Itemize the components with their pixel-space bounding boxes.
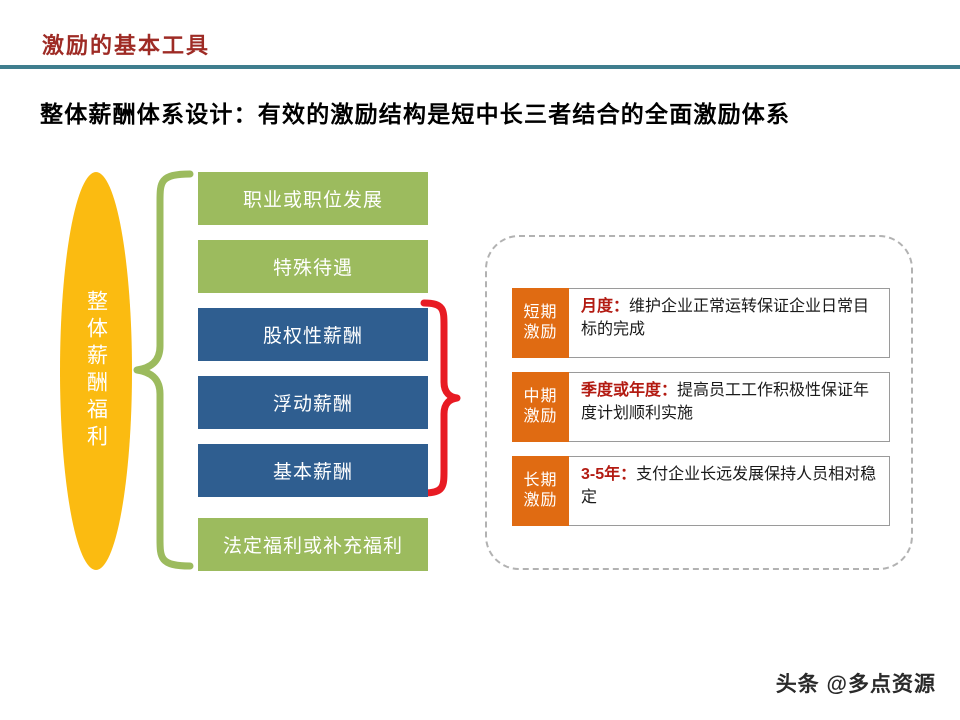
tag-line-1: 长期 [523, 472, 558, 489]
category-box-base-pay[interactable]: 基本薪酬 [198, 444, 428, 497]
total-compensation-ellipse: 整体薪酬福利 [60, 172, 132, 570]
incentive-description-long-term: 3-5年：支付企业长远发展保持人员相对稳定 [569, 456, 890, 526]
incentive-row-short-term[interactable]: 短期 激励 月度：维护企业正常运转保证企业日常目标的完成 [512, 288, 890, 358]
page-title: 整体薪酬体系设计：有效的激励结构是短中长三者结合的全面激励体系 [40, 102, 791, 127]
tag-line-2: 激励 [523, 408, 558, 425]
incentive-row-long-term[interactable]: 长期 激励 3-5年：支付企业长远发展保持人员相对稳定 [512, 456, 890, 526]
incentive-body: 维护企业正常运转保证企业日常目标的完成 [581, 298, 870, 339]
tag-line-2: 激励 [523, 492, 558, 509]
ellipse-label: 整体薪酬福利 [84, 290, 108, 452]
category-label: 股权性薪酬 [262, 326, 363, 347]
incentive-tag-long-term: 长期 激励 [512, 456, 569, 526]
watermark: 头条 @多点资源 [775, 673, 936, 696]
incentive-description-mid-term: 季度或年度：提高员工工作积极性保证年度计划顺利实施 [569, 372, 890, 442]
header-title: 激励的基本工具 [42, 33, 211, 58]
category-box-special-treatment[interactable]: 特殊待遇 [198, 240, 428, 293]
category-box-statutory-benefits[interactable]: 法定福利或补充福利 [198, 518, 428, 571]
incentive-tag-mid-term: 中期 激励 [512, 372, 569, 442]
incentive-panel [485, 235, 913, 570]
green-left-brace-icon [133, 170, 194, 570]
incentive-lead: 月度： [581, 298, 630, 315]
category-label: 基本薪酬 [272, 462, 353, 483]
incentive-tag-short-term: 短期 激励 [512, 288, 569, 358]
tag-line-1: 短期 [523, 304, 558, 321]
tag-line-1: 中期 [523, 388, 558, 405]
category-label: 特殊待遇 [272, 258, 353, 279]
category-label: 浮动薪酬 [272, 394, 353, 415]
tag-line-2: 激励 [523, 324, 558, 341]
incentive-description-short-term: 月度：维护企业正常运转保证企业日常目标的完成 [569, 288, 890, 358]
category-box-variable-pay[interactable]: 浮动薪酬 [198, 376, 428, 429]
incentive-body: 提高员工工作积极性保证年度计划顺利实施 [581, 382, 870, 423]
incentive-lead: 季度或年度： [581, 382, 678, 399]
category-box-equity-pay[interactable]: 股权性薪酬 [198, 308, 428, 361]
header-divider-rule [0, 65, 960, 69]
incentive-body: 支付企业长远发展保持人员相对稳定 [581, 466, 877, 507]
category-label: 法定福利或补充福利 [222, 536, 403, 557]
category-box-career-development[interactable]: 职业或职位发展 [198, 172, 428, 225]
incentive-lead: 3-5年： [581, 466, 637, 483]
incentive-row-mid-term[interactable]: 中期 激励 季度或年度：提高员工工作积极性保证年度计划顺利实施 [512, 372, 890, 442]
category-label: 职业或职位发展 [242, 190, 383, 211]
